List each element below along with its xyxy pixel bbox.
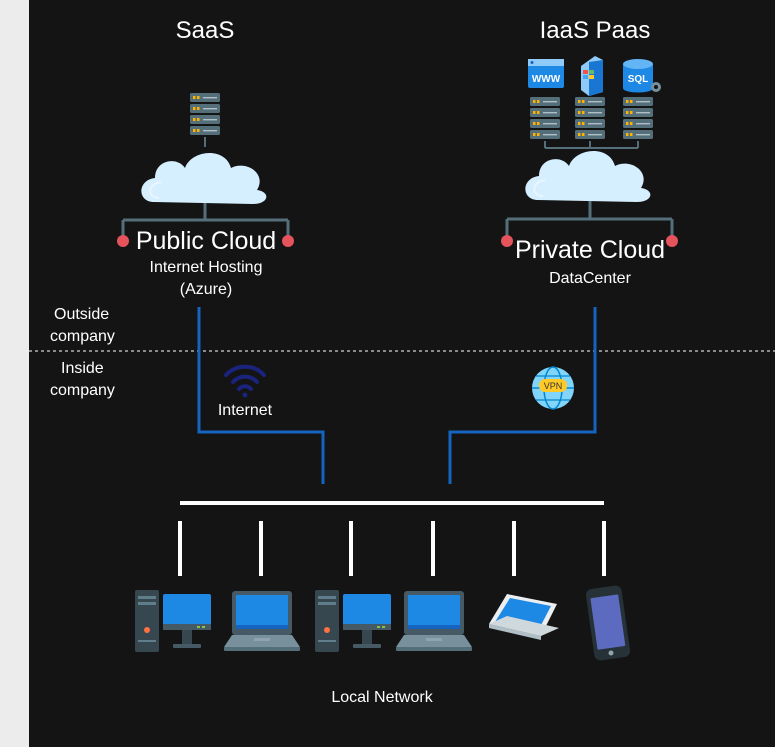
windows-server-icon (581, 56, 603, 96)
diagram-graphics: WWW SQL (29, 56, 775, 661)
laptop-icon (396, 591, 472, 651)
private-cloud-subtitle: DataCenter (549, 270, 631, 287)
lan-drops (178, 521, 606, 576)
public-cloud-subtitle-1: Internet Hosting (149, 259, 263, 276)
private-cloud-label: Private Cloud (514, 236, 666, 264)
public-cloud-bus (117, 203, 294, 247)
internet-link (197, 307, 325, 484)
internet-label: Internet (217, 402, 273, 419)
desktop-icon (135, 590, 211, 652)
public-cloud-label: Public Cloud (135, 227, 277, 255)
outside-company-label-2: company (50, 328, 115, 345)
private-cloud-icon (524, 149, 652, 203)
sql-database-icon: SQL (623, 59, 661, 93)
svg-text:WWW: WWW (532, 74, 561, 85)
public-cloud-subtitle-2: (Azure) (179, 281, 233, 298)
private-cloud-bus (501, 201, 678, 247)
saas-server-icon (190, 93, 220, 147)
outside-company-label-1: Outside (54, 306, 110, 323)
svg-text:VPN: VPN (544, 381, 563, 391)
local-network-label: Local Network (331, 689, 433, 706)
inside-company-label-2: company (50, 382, 115, 399)
vpn-globe-icon: VPN (532, 366, 574, 410)
diagram-canvas: WWW SQL (29, 0, 775, 747)
iaas-title: IaaS Paas (539, 17, 651, 44)
www-icon: WWW (528, 59, 564, 88)
laptop-white-icon (489, 594, 559, 640)
desktop-icon (315, 590, 391, 652)
inside-company-label-1: Inside (61, 360, 104, 377)
smartphone-icon (585, 585, 631, 661)
saas-title: SaaS (175, 17, 235, 44)
svg-text:SQL: SQL (628, 74, 649, 85)
wifi-icon (224, 364, 266, 398)
public-cloud-icon (140, 151, 268, 205)
vpn-link (448, 307, 597, 484)
iaas-server-racks (530, 97, 653, 149)
laptop-icon (224, 591, 300, 651)
